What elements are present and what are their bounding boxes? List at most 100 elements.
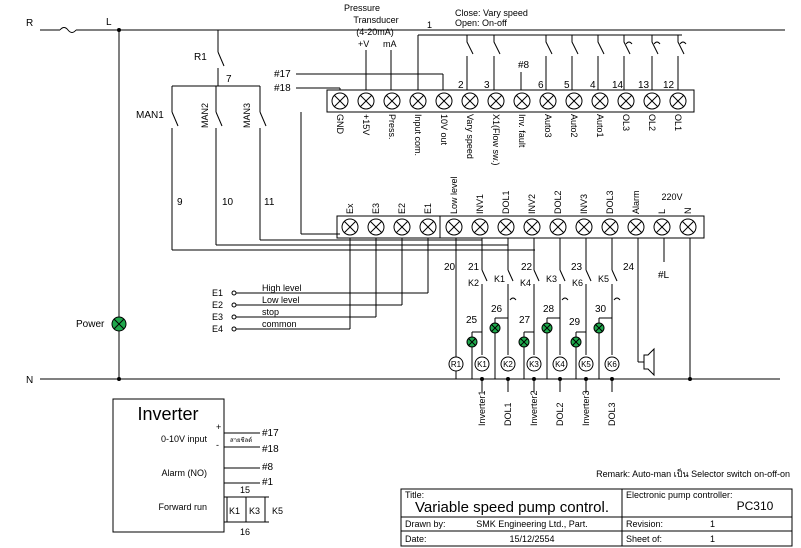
svg-text:#17: #17 [274,69,291,80]
bottom-terminal [393,218,411,236]
svg-text:(4-20mA): (4-20mA) [356,27,394,37]
bottom-terminal-label: N [683,208,693,215]
bottom-terminal [679,218,697,236]
output-branch [489,238,517,379]
top-terminal [565,92,583,110]
load-label: DOL3 [607,402,617,426]
electrode-row: E1 High level [212,238,429,298]
svg-text:0-10V input: 0-10V input [161,434,208,444]
svg-text:K4: K4 [520,278,531,288]
load-label: Inverter1 [477,390,487,426]
svg-text:#18: #18 [274,83,291,94]
supply-label: 220V [661,192,682,202]
electrode-tag: E4 [212,324,223,334]
rail-n-label: N [26,375,33,386]
svg-text:Drawn by:: Drawn by: [405,519,446,529]
svg-text:20: 20 [444,262,456,273]
top-terminal-label: 10V out [439,114,449,146]
top-terminal [617,92,635,110]
top-terminal-label: +15V [361,114,371,135]
svg-text:16: 16 [240,527,250,537]
top-terminal [591,92,609,110]
mode-note-close: Close: Vary speed [455,8,528,18]
top-terminal-label: Auto3 [543,114,553,138]
bottom-terminal-label: E3 [371,203,381,214]
svg-text:K1: K1 [494,274,505,284]
drawing-title: Variable speed pump control. [415,499,609,516]
svg-text:Transducer: Transducer [353,15,398,25]
inverter-box: Inverter 0-10V input + - สายชีลด์ #17 #1… [112,398,283,537]
output-branch [593,238,621,379]
coil-label: K2 [503,360,513,369]
svg-text:26: 26 [491,304,503,315]
relay-coil: R1 [448,356,464,372]
indicator-lamp-icon [570,336,582,348]
alarm-horn-icon [638,347,655,377]
bottom-terminal-label: E1 [423,203,433,214]
bottom-terminal [471,218,489,236]
svg-text:3: 3 [484,80,490,91]
load-label: Inverter2 [529,390,539,426]
power-label: Power [76,319,105,330]
svg-text:2: 2 [458,80,464,91]
electrode-label: High level [262,283,302,293]
svg-text:1: 1 [710,519,715,529]
indicator-lamp-icon [466,336,478,348]
top-terminal [539,92,557,110]
svg-text:11: 11 [264,197,275,208]
svg-text:Alarm (NO): Alarm (NO) [162,468,208,478]
bottom-terminal [627,218,645,236]
top-terminal-label: Input com. [413,114,423,156]
output-branch [541,238,569,379]
top-terminal-label: OL1 [673,114,683,131]
output-branch [570,238,592,379]
svg-text:+V: +V [358,39,369,49]
svg-text:Pressure: Pressure [344,3,380,13]
bottom-terminal [445,218,463,236]
svg-text:#18: #18 [262,444,279,455]
bottom-terminal-label: INV1 [475,194,485,214]
relay-coil: K6 [604,356,620,372]
svg-text:K5: K5 [272,506,283,516]
bottom-terminal-label: Low level [449,176,459,214]
svg-text:25: 25 [466,315,478,326]
svg-text:K3: K3 [249,506,260,516]
svg-text:Electronic pump controller:: Electronic pump controller: [626,490,733,500]
bottom-terminal-label: E2 [397,203,407,214]
top-terminal [357,92,375,110]
bottom-terminal [601,218,619,236]
fuse-symbol [59,27,77,33]
coil-label: K5 [581,360,591,369]
svg-text:K3: K3 [546,274,557,284]
man3-label: MAN3 [242,103,252,128]
top-terminal [461,92,479,110]
svg-text:K5: K5 [598,274,609,284]
relay-coil: K2 [500,356,516,372]
top-terminal-label: GND [335,114,345,135]
auto-switches: 2 3 6 5 4 14 13 12 #8 [458,35,687,91]
svg-text:15: 15 [240,485,250,495]
svg-text:24: 24 [623,262,635,273]
electrode-tag: E1 [212,288,223,298]
svg-text:28: 28 [543,304,555,315]
top-terminal [513,92,531,110]
top-terminal [487,92,505,110]
top-terminal-label: OL3 [621,114,631,131]
svg-text:6: 6 [538,80,544,91]
bottom-terminal [549,218,567,236]
svg-text:+: + [216,422,221,432]
svg-text:#17: #17 [262,428,279,439]
output-branch [518,238,540,379]
bottom-terminal-label: DOL1 [501,190,511,214]
top-terminal [331,92,349,110]
svg-text:K2: K2 [468,278,479,288]
bottom-terminal [653,218,671,236]
top-terminal-label: Vary speed [465,114,475,159]
top-terminal-label: Press. [387,114,397,140]
top-terminal [383,92,401,110]
electrode-tag: E2 [212,300,223,310]
svg-text:SMK Engineering Ltd., Part.: SMK Engineering Ltd., Part. [476,519,588,529]
relay-coil: K3 [526,356,542,372]
